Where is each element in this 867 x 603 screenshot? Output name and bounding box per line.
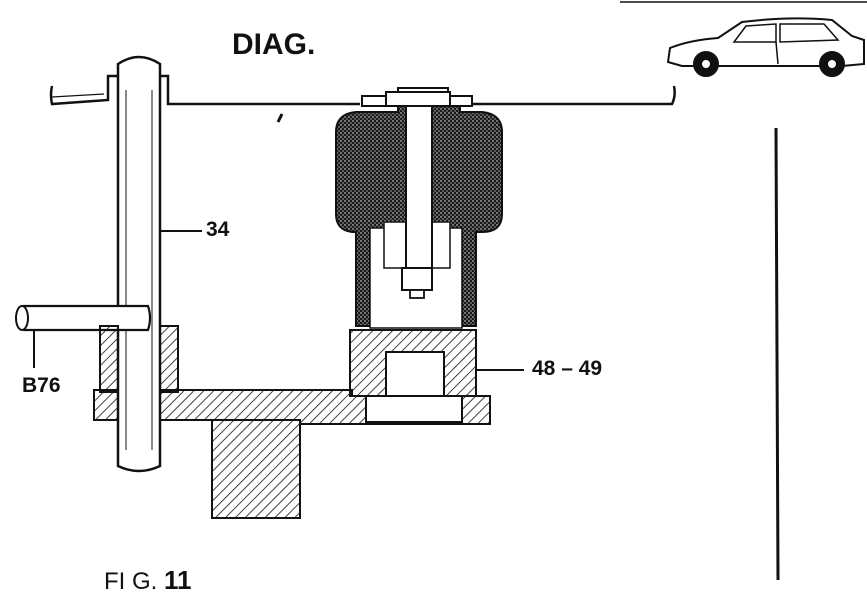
- label-pin-b76: B76: [22, 374, 61, 397]
- shock-absorber: [335, 87, 503, 329]
- pin-b76: [15, 304, 152, 368]
- label-tool-48-49: 48 – 49: [532, 357, 603, 380]
- body-panel: [49, 74, 676, 106]
- diagram-title: DIAG.: [232, 28, 316, 61]
- figure-caption: FI G. 11: [104, 565, 192, 596]
- figure-prefix: FI G.: [104, 568, 158, 595]
- figure-number: 11: [164, 565, 192, 595]
- rod-34: [116, 55, 162, 473]
- tool-base: [93, 325, 491, 519]
- label-rod-34: 34: [206, 218, 230, 241]
- page-border-line: [774, 127, 780, 581]
- stray-mark: [276, 113, 284, 123]
- car-icon: [620, 1, 867, 77]
